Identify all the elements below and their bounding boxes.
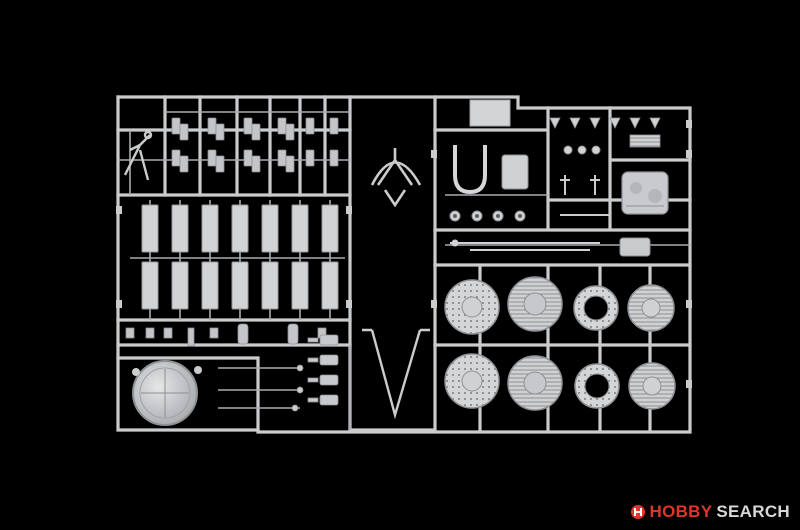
hobbysearch-logo-icon [630, 505, 645, 519]
fork-legs [362, 328, 430, 420]
cone-fittings [549, 117, 661, 129]
lever-parts [560, 175, 610, 216]
engine-block-part [621, 171, 669, 215]
brake-disc-hub-1 [627, 284, 675, 332]
brake-disc-ring-2 [574, 363, 620, 409]
clip-parts-row [125, 323, 327, 347]
washer-holes [453, 214, 522, 218]
front-fork-brace [370, 148, 422, 208]
shock-absorbers [307, 334, 339, 406]
watermark-brand-secondary: SEARCH [716, 502, 790, 521]
small-housing-part [619, 237, 651, 257]
tank-block-part [501, 154, 529, 190]
brake-disc-drilled-1 [444, 279, 500, 335]
sprue-frame [116, 95, 692, 434]
rectangular-plates [141, 204, 339, 310]
round-cover-part [132, 360, 202, 426]
brake-disc-drilled-2 [444, 353, 500, 409]
frame-bracket-part [123, 130, 153, 181]
brake-disc-ring-1 [573, 285, 619, 331]
sprue-gate-tabs [116, 120, 692, 388]
u-pipe-part [453, 145, 487, 195]
handlebar-rods [450, 239, 600, 251]
brake-disc-vented-2 [507, 355, 563, 411]
brake-disc-vented-1 [507, 276, 563, 332]
radiator-grille-part [629, 134, 661, 148]
brake-disc-hub-2 [628, 362, 676, 410]
pin-parts [291, 364, 304, 412]
sprue-tag-plate [469, 99, 511, 127]
watermark-brand-primary: HOBBY [649, 502, 713, 521]
small-brackets-top [171, 117, 339, 173]
